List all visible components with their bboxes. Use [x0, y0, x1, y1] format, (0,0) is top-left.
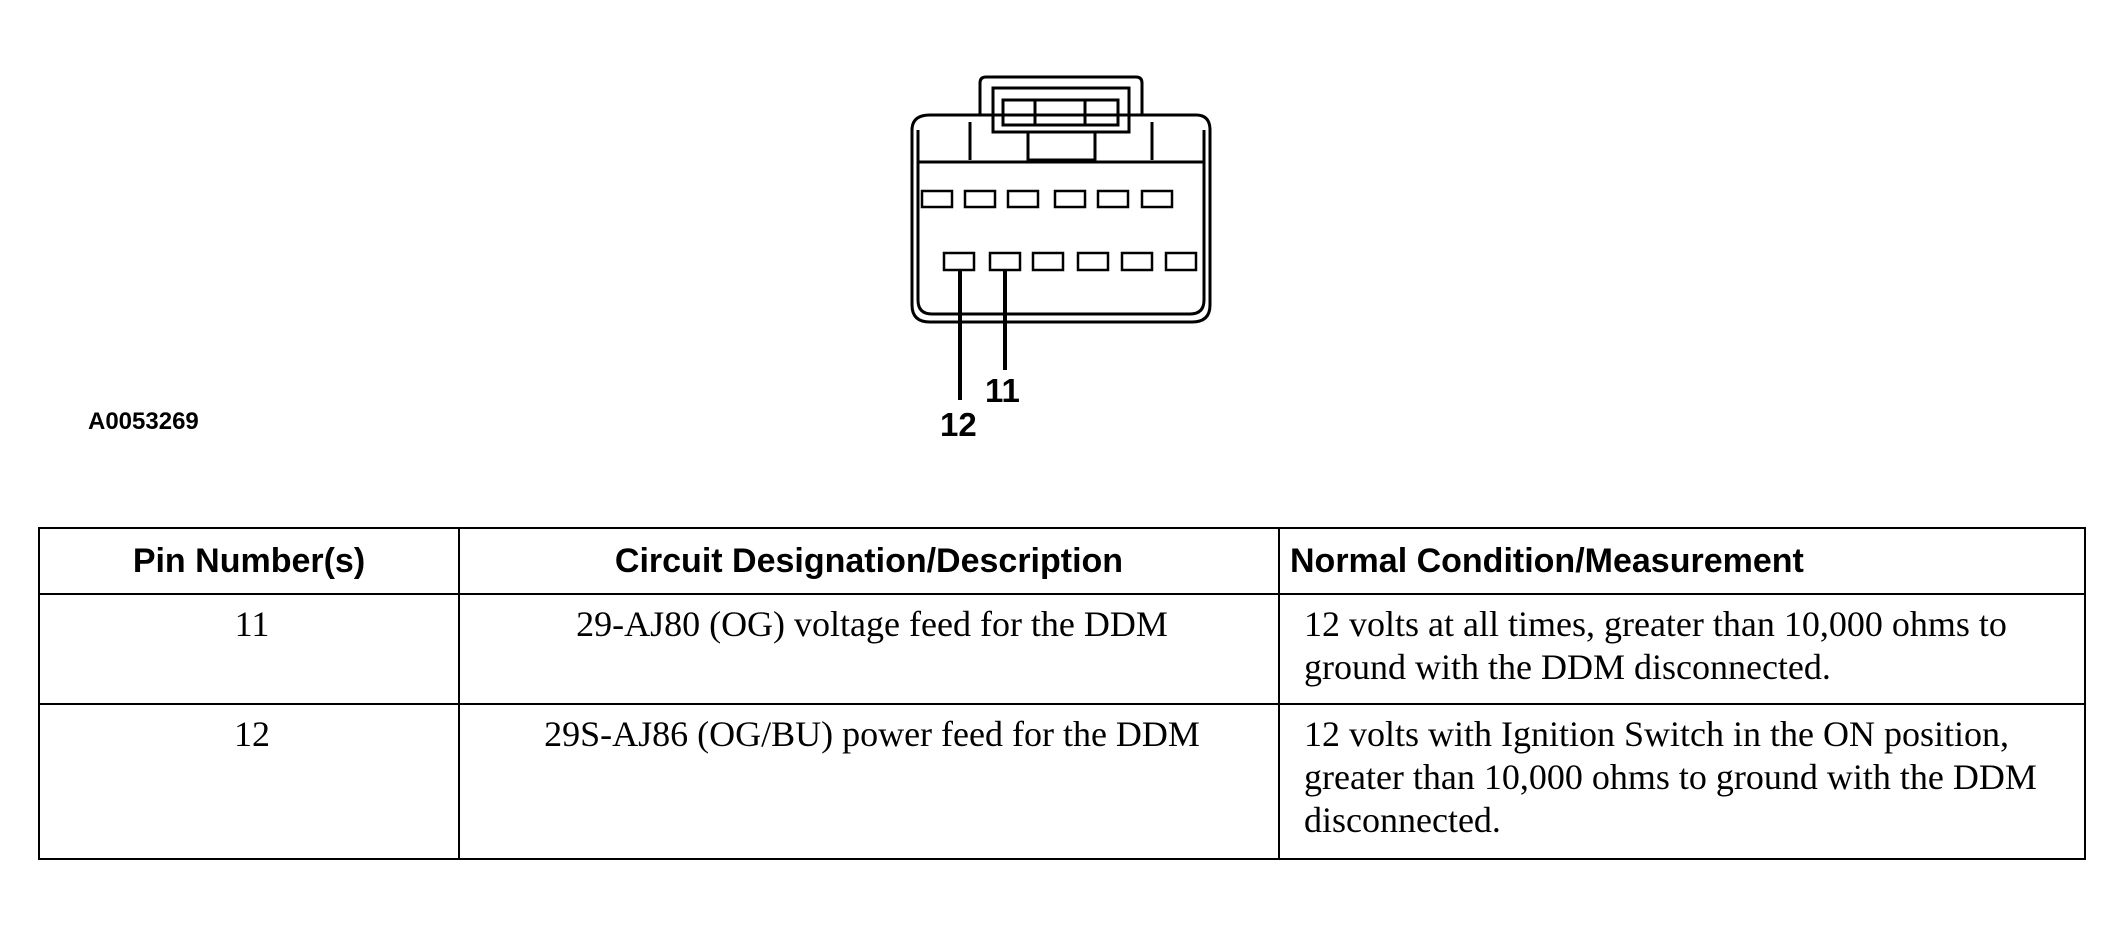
circuit-cell: 29-AJ80 (OG) voltage feed for the DDM — [458, 593, 1280, 705]
bottom-row-cavities — [942, 251, 1198, 272]
cavity-12 — [942, 251, 976, 272]
connector-inner-outline — [916, 130, 1206, 316]
pin-callout-11: 11 — [985, 372, 1020, 409]
pin-number-cell: 11 — [38, 593, 460, 705]
cavity-6 — [1140, 189, 1174, 209]
header-pin-numbers: Pin Number(s) — [38, 527, 460, 595]
locking-tab-inner — [1001, 98, 1120, 127]
header-normal-condition: Normal Condition/Measurement — [1278, 527, 2086, 595]
cavity-1 — [920, 189, 954, 209]
measurement-cell: 12 volts with Ignition Switch in the ON … — [1278, 703, 2086, 860]
locking-tab-frame — [991, 86, 1131, 134]
locking-tab — [978, 75, 1144, 115]
pin-number-cell: 12 — [38, 703, 460, 860]
cavity-5 — [1096, 189, 1130, 209]
cavity-2 — [963, 189, 997, 209]
cavity-8 — [1120, 251, 1154, 272]
figure-code: A0053269 — [88, 408, 199, 435]
circuit-cell: 29S-AJ86 (OG/BU) power feed for the DDM — [458, 703, 1280, 860]
header-circuit-description: Circuit Designation/Description — [458, 527, 1280, 595]
pinout-table: Pin Number(s) Circuit Designation/Descri… — [38, 527, 2086, 860]
table-row: 12 29S-AJ86 (OG/BU) power feed for the D… — [38, 703, 2086, 860]
cavity-7 — [1164, 251, 1198, 272]
cavity-3 — [1006, 189, 1040, 209]
top-row-cavities — [920, 189, 1174, 209]
pin-callout-12: 12 — [940, 406, 977, 443]
connector-housing — [910, 113, 1212, 324]
cavity-10 — [1031, 251, 1065, 272]
cavity-9 — [1076, 251, 1110, 272]
cavity-4 — [1053, 189, 1087, 209]
table-row: 11 29-AJ80 (OG) voltage feed for the DDM… — [38, 593, 2086, 705]
table-header-row: Pin Number(s) Circuit Designation/Descri… — [38, 527, 2086, 595]
cavity-11 — [988, 251, 1022, 272]
latch-body — [1026, 132, 1097, 162]
measurement-cell: 12 volts at all times, greater than 10,0… — [1278, 593, 2086, 705]
